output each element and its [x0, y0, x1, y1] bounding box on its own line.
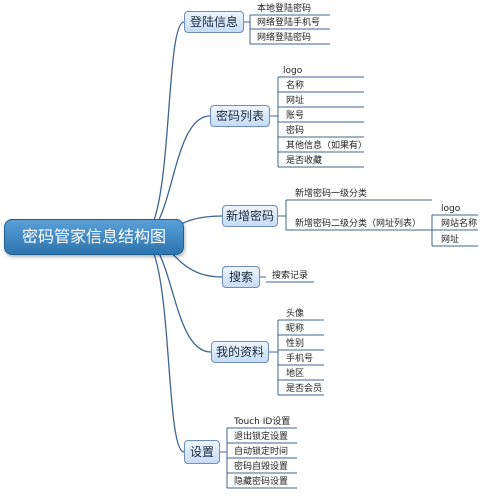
branch-add-password: 新增密码: [222, 205, 278, 227]
leaf-settings-exit-lock: 退出锁定设置: [234, 432, 289, 442]
branch-settings: 设置: [184, 440, 220, 464]
branch-login-info: 登陆信息: [184, 11, 244, 33]
leaf-list-other: 其他信息（如果有）: [286, 141, 368, 151]
leaf-profile-member: 是否会员: [286, 384, 323, 394]
leaf-login-3: 网络登陆密码: [257, 33, 312, 43]
leaf-list-url: 网址: [286, 96, 305, 106]
connector-5: [139, 236, 185, 453]
leaf-settings-hide: 隐藏密码设置: [234, 477, 289, 487]
leaf-profile-phone: 手机号: [286, 354, 314, 364]
leaf-list-password: 密码: [286, 126, 305, 136]
leaf-settings-auto-lock: 自动锁定时间: [234, 447, 289, 457]
leaf-add-level1: 新增密码一级分类: [295, 189, 368, 199]
connector-0: [139, 21, 185, 238]
leaf-sub-url: 网址: [441, 235, 460, 245]
leaf-sub-site-name: 网站名称: [441, 219, 478, 229]
leaf-login-1: 本地登陆密码: [257, 4, 312, 14]
leaf-search-history: 搜索记录: [272, 271, 309, 281]
leaf-sub-logo: logo: [441, 204, 461, 214]
root-topic: 密码管家信息结构图: [4, 219, 184, 255]
leaf-profile-nickname: 昵称: [286, 324, 305, 334]
leaf-list-name: 名称: [286, 81, 305, 91]
leaf-add-level2: 新增密码二级分类（网址列表）: [295, 219, 422, 229]
leaf-list-favorite: 是否收藏: [286, 156, 323, 166]
branch-my-profile: 我的资料: [211, 341, 269, 363]
leaf-profile-avatar: 头像: [286, 309, 305, 319]
leaf-list-logo: logo: [283, 66, 303, 76]
branch-password-list: 密码列表: [210, 105, 270, 127]
leaf-settings-touchid: Touch ID设置: [234, 417, 291, 427]
leaf-profile-gender: 性别: [286, 339, 305, 349]
leaf-settings-self-destruct: 密码自毁设置: [234, 462, 289, 472]
leaf-list-account: 账号: [286, 111, 305, 121]
branch-search: 搜索: [222, 266, 260, 288]
leaf-login-2: 网络登陆手机号: [257, 18, 321, 28]
leaf-profile-region: 地区: [286, 369, 305, 379]
